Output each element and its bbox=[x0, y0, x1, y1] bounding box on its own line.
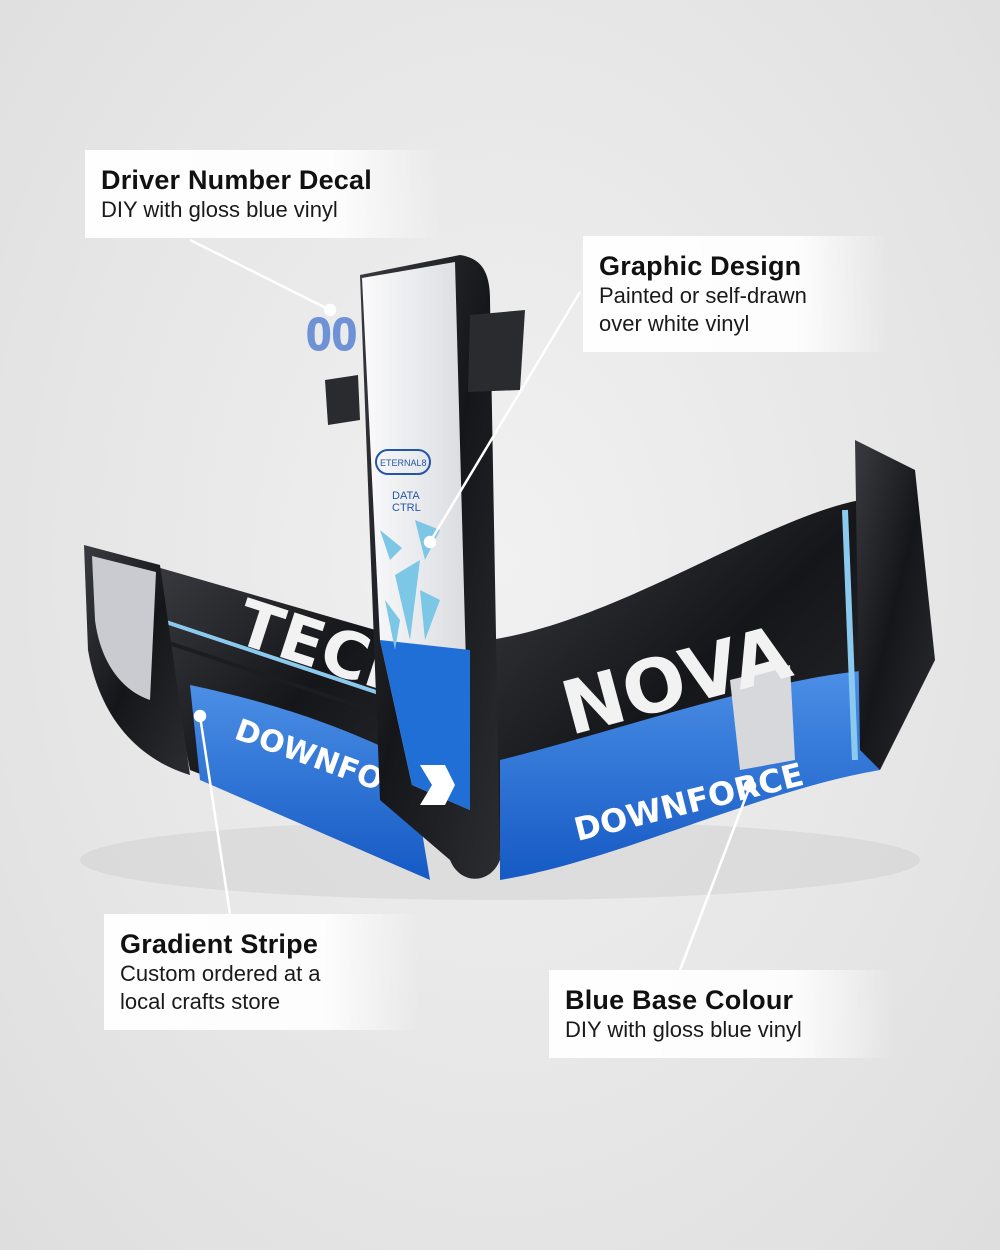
callout-blue-base-colour: Blue Base Colour DIY with gloss blue vin… bbox=[549, 970, 895, 1058]
callout-lines bbox=[189, 238, 757, 971]
svg-text:DATA: DATA bbox=[392, 490, 420, 502]
center-pylon: ETERNAL8 DATA CTRL bbox=[325, 255, 525, 879]
callout-subtitle-line: Custom ordered at a bbox=[120, 961, 321, 986]
callout-title: Graphic Design bbox=[599, 251, 802, 281]
callout-graphic-design: Graphic Design Painted or self-drawn ove… bbox=[583, 236, 889, 352]
svg-text:ETERNAL8: ETERNAL8 bbox=[380, 458, 427, 468]
callout-driver-number-decal: Driver Number Decal DIY with gloss blue … bbox=[85, 150, 441, 238]
callout-title: Blue Base Colour bbox=[565, 985, 794, 1015]
callout-title: Driver Number Decal bbox=[101, 165, 372, 195]
callout-gradient-stripe: Gradient Stripe Custom ordered at a loca… bbox=[104, 914, 420, 1030]
callout-subtitle: DIY with gloss blue vinyl bbox=[565, 1017, 802, 1042]
callout-subtitle-line: over white vinyl bbox=[599, 311, 750, 336]
sponsor-data-ctrl: DATA CTRL bbox=[392, 490, 421, 514]
callout-subtitle-line: local crafts store bbox=[120, 989, 281, 1014]
downforce-logo-icon bbox=[420, 765, 455, 805]
driver-number-decal: 00 bbox=[306, 308, 357, 360]
svg-text:CTRL: CTRL bbox=[392, 502, 421, 514]
sponsor-eternal8: ETERNAL8 bbox=[375, 449, 431, 475]
right-wing: NOVA DOWNFORCE bbox=[490, 440, 935, 880]
callout-subtitle: DIY with gloss blue vinyl bbox=[101, 197, 338, 222]
callout-title: Gradient Stripe bbox=[120, 929, 319, 959]
callout-subtitle-line: Painted or self-drawn bbox=[599, 283, 807, 308]
